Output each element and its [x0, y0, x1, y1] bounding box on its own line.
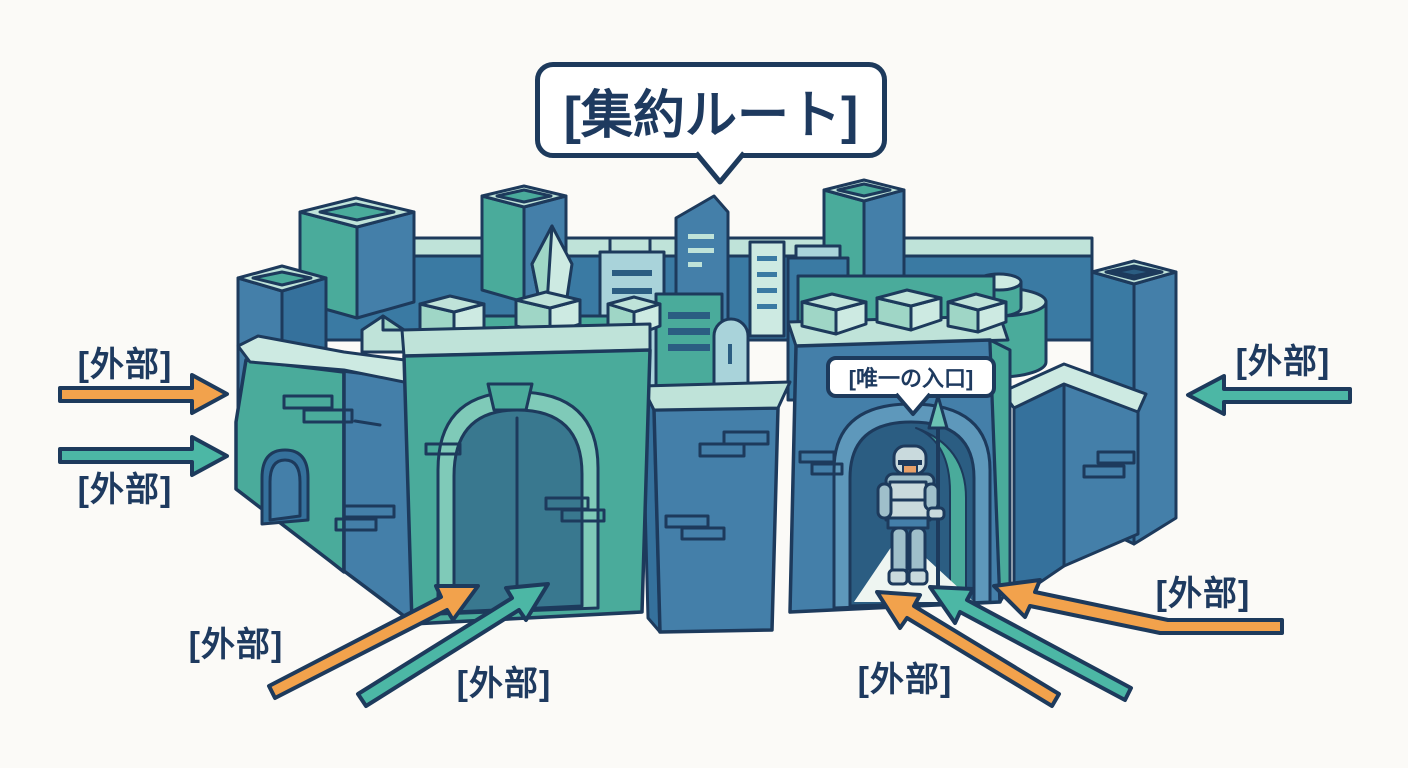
callout-aggregation-route: [集約ルート] — [535, 62, 887, 185]
arrow-external-right-teal — [1186, 374, 1352, 416]
callout-tail — [894, 391, 932, 416]
left-wall — [234, 334, 422, 624]
callout-tail — [694, 150, 746, 185]
callout-only-entrance-text: [唯一の入口] — [848, 366, 974, 391]
knight-guard-figure — [876, 394, 949, 596]
arrow-bottom-left-teal — [356, 582, 550, 708]
arrow-bottom-left-orange — [267, 584, 480, 700]
arrow-external-left-orange — [58, 373, 229, 415]
label-external-bottom-left-b: [外部] — [456, 665, 552, 703]
arrow-entrance-orange — [875, 590, 1061, 708]
arrow-external-left-teal — [58, 435, 229, 477]
arrow-entrance-teal — [928, 585, 1133, 702]
label-external-right: [外部] — [1235, 343, 1331, 381]
label-external-bottom-right: [外部] — [1155, 575, 1251, 613]
center-wall — [640, 380, 792, 634]
label-external-near-entrance: [外部] — [857, 661, 953, 699]
arrow-external-bottom-right-orange-elbow — [992, 578, 1284, 635]
callout-only-entrance: [唯一の入口] — [826, 356, 996, 416]
callout-aggregation-route-text: [集約ルート] — [563, 86, 859, 145]
label-external-bottom-left-a: [外部] — [188, 626, 284, 664]
left-gatehouse — [400, 290, 662, 626]
label-external-left-top: [外部] — [77, 346, 173, 384]
label-external-left-bottom: [外部] — [77, 471, 173, 509]
right-curved-wall — [1000, 362, 1148, 602]
